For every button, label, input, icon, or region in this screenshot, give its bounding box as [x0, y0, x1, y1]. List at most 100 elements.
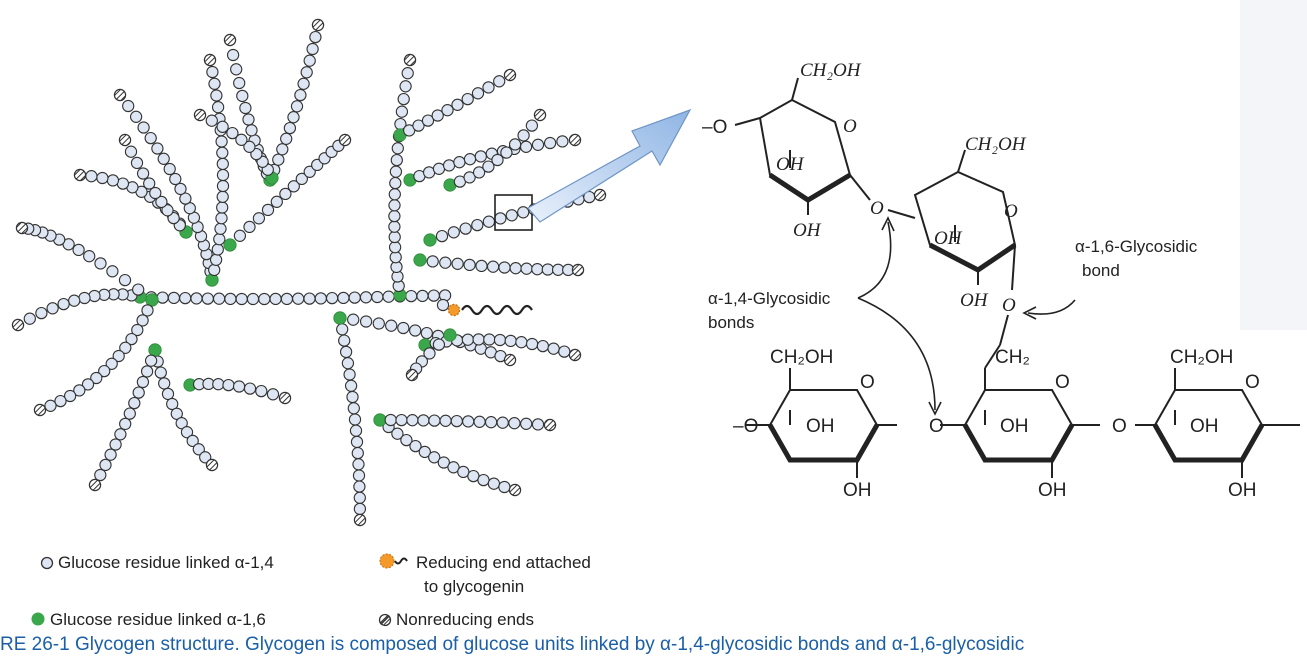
alpha14-residue	[388, 220, 401, 233]
alpha14-residue	[491, 153, 504, 167]
alpha14-residue	[279, 187, 292, 201]
alpha14-residue	[388, 199, 401, 212]
alpha14-residue	[536, 339, 550, 353]
background-panel	[1240, 0, 1307, 330]
alpha14-residue	[508, 138, 522, 151]
alpha14-residue	[461, 333, 475, 346]
alpha14-residue	[23, 312, 36, 325]
alpha14-residue	[346, 390, 359, 404]
alpha14-residue	[531, 263, 544, 276]
alpha14-residue	[439, 256, 452, 269]
ring-oxygen-label: O	[860, 372, 875, 393]
nonreducing-end	[508, 483, 522, 497]
alpha14-residue	[384, 413, 397, 427]
bridge-oxygen-label: O	[1002, 295, 1016, 316]
alpha14-residue	[57, 297, 70, 311]
alpha14-residue	[252, 212, 266, 225]
alpha14-residue	[140, 365, 154, 378]
alpha14-residue	[547, 342, 560, 355]
alpha14-residue	[496, 416, 509, 429]
ring-oxygen-label: O	[1245, 372, 1260, 393]
alpha14-residue	[199, 451, 212, 464]
alpha14-residue	[243, 140, 256, 153]
bond	[849, 174, 871, 201]
alpha14-residue	[170, 407, 183, 420]
alpha14-residue	[297, 77, 310, 90]
alpha14-residue	[122, 99, 135, 113]
alpha14-residue	[214, 222, 227, 235]
alpha14-residue	[222, 378, 235, 392]
hydroxyl-label: OH	[1228, 480, 1257, 501]
alpha14-residue	[216, 146, 229, 159]
alpha14-residue	[239, 101, 252, 115]
alpha14-residue	[309, 30, 322, 44]
alpha14-residue	[216, 168, 230, 182]
alpha14-residue	[216, 179, 230, 193]
alpha14-residue	[114, 428, 127, 441]
alpha14-residue	[201, 292, 214, 305]
alpha14-residue	[343, 368, 356, 381]
nonreducing-end	[88, 478, 102, 492]
alpha14-residue	[81, 378, 95, 391]
alpha14-residue	[216, 201, 229, 214]
alpha14-residue	[287, 111, 300, 124]
alpha14-residue	[119, 341, 132, 354]
alpha14-residue	[472, 333, 485, 346]
alpha14-residue	[353, 480, 366, 493]
alpha14-residue	[243, 220, 256, 234]
alpha14-residue	[336, 323, 349, 336]
alpha14-residue	[163, 162, 176, 176]
bridge-oxygen-label: O	[929, 416, 944, 437]
alpha14-residue	[137, 121, 150, 134]
hydroxyl-label: OH	[1000, 416, 1029, 437]
alpha14-residue	[400, 433, 413, 447]
reducing-end	[461, 304, 533, 316]
legend-nonreducing-label: Nonreducing ends	[396, 610, 534, 629]
alpha14-residue	[230, 63, 243, 76]
alpha14-residue	[461, 92, 474, 106]
alpha14-residue	[494, 212, 507, 225]
alpha14-residue	[258, 292, 271, 306]
alpha14-residue	[314, 292, 327, 305]
alpha14-residue	[154, 366, 167, 379]
alpha14-residue	[418, 445, 431, 459]
hydroxymethyl-label: CH₂OH	[1170, 347, 1233, 368]
alpha14-residue	[255, 384, 268, 398]
alpha14-residue	[477, 473, 490, 487]
alpha14-residue	[212, 292, 226, 305]
nonreducing-end	[223, 33, 237, 47]
hydroxyl-label: OH	[1190, 416, 1219, 437]
alpha14-residue	[232, 380, 246, 393]
alpha14-residue	[44, 399, 57, 412]
alpha14-residue	[428, 451, 441, 464]
arrowhead	[928, 401, 942, 416]
alpha14-residue	[149, 186, 162, 200]
alpha14-residue	[388, 241, 402, 254]
alpha14-residue	[246, 292, 260, 306]
nonreducing-end	[353, 513, 367, 527]
alpha14-residue	[144, 131, 157, 145]
hydroxyl-label: OH	[793, 220, 822, 241]
alpha14-residue	[132, 283, 145, 296]
nonreducing-end	[311, 18, 325, 32]
alpha14-residue	[157, 152, 170, 165]
legend-reducing-end: Reducing end attached	[378, 552, 591, 574]
alpha14-residue	[371, 290, 384, 304]
alpha14-residue	[519, 140, 533, 153]
chemical-structure	[734, 77, 1300, 478]
hydroxyl-label: OH	[960, 290, 989, 311]
nonreducing-end	[11, 318, 25, 332]
alpha14-residue	[161, 204, 174, 217]
alpha14-residue	[167, 291, 181, 305]
alpha14-residue	[453, 156, 466, 169]
legend-nonreducing: Nonreducing ends	[378, 609, 534, 631]
alpha14-residue	[141, 304, 154, 317]
caption-text: RE 26-1 Glycogen structure. Glycogen is …	[0, 634, 1025, 655]
nonreducing-end	[533, 108, 547, 122]
alpha14-residue	[517, 206, 530, 219]
alpha14-residue	[130, 156, 144, 170]
alpha14-residue	[276, 143, 289, 156]
bond	[999, 314, 1009, 346]
reducing-end-residue	[447, 303, 461, 317]
